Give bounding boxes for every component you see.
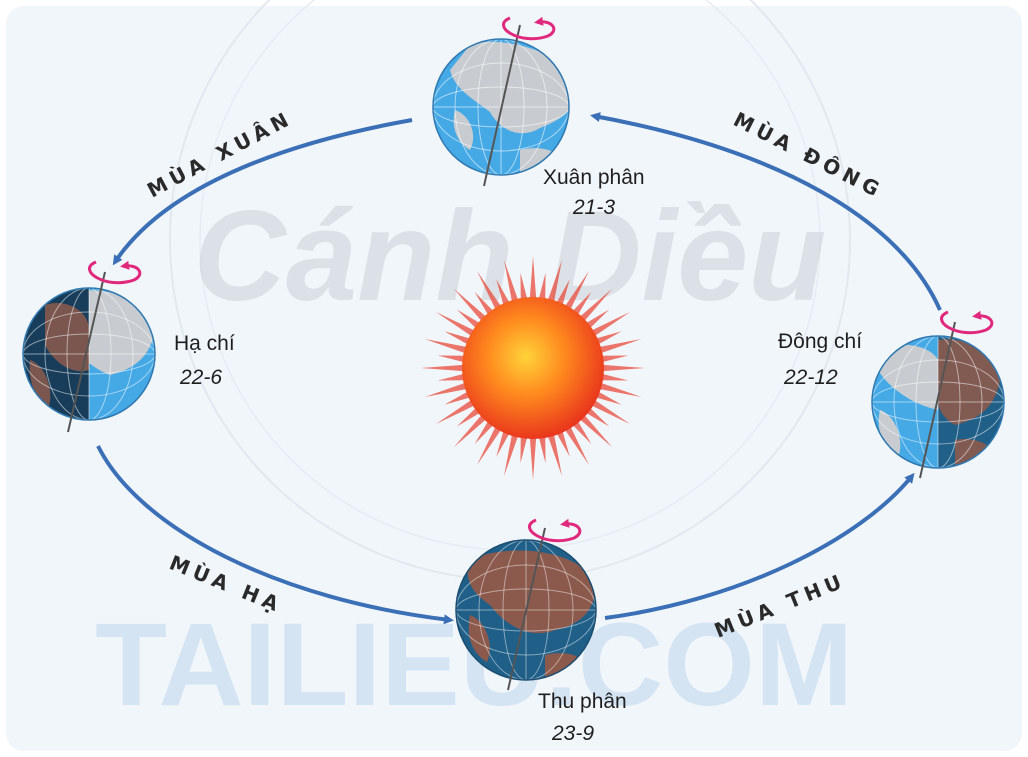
sun-ray (437, 355, 465, 362)
earth-axis (507, 527, 546, 691)
sun-ray (453, 415, 486, 448)
sun-ray (556, 431, 570, 457)
sun-ray (436, 400, 475, 424)
winter-solstice-name: Đông chí (778, 330, 863, 353)
rotation-arrow-icon (502, 16, 556, 41)
sun-ray (474, 421, 493, 445)
sun-ray (573, 421, 592, 445)
rotation-arrow-icon (88, 260, 142, 285)
sun-ray (421, 364, 464, 372)
sun-ray (599, 383, 642, 397)
sun-ray (496, 279, 510, 305)
autumnal-equinox-name: Thu phân (538, 690, 627, 713)
earth-axis (483, 24, 521, 187)
earth-axis (67, 271, 106, 433)
sun-ray (477, 271, 501, 310)
orbit-arrow-spring (112, 118, 413, 266)
sun-ray (596, 391, 622, 405)
sun-ray (586, 309, 610, 328)
sun-ray (586, 408, 610, 427)
globe-winter-solstice (871, 310, 1005, 479)
sun-ray (548, 259, 562, 302)
autumnal-equinox-date: 23-9 (552, 722, 595, 745)
rotation-arrow-icon (528, 518, 582, 543)
sun-ray (565, 426, 589, 465)
summer-solstice-date: 22-6 (180, 366, 223, 389)
sun-rays (421, 256, 645, 480)
sun-ray (456, 408, 480, 427)
globe-vernal-equinox (432, 16, 570, 187)
globe-autumnal-equinox (455, 518, 597, 691)
sun-ray (504, 259, 518, 302)
earth-axis (919, 321, 956, 479)
sun-ray (424, 339, 467, 353)
sun (421, 256, 645, 480)
orbit-arrow-autumn (604, 472, 915, 620)
sun-ray (599, 339, 642, 353)
vernal-equinox-name: Xuân phân (543, 166, 645, 189)
globe-summer-solstice (22, 260, 156, 433)
orbit-arrow-winter (590, 112, 942, 311)
sun-ray (496, 431, 510, 457)
sun-ray (437, 374, 465, 381)
orbit-arrow-summer (96, 445, 454, 625)
sun-ray (548, 434, 562, 477)
rotation-arrow-icon (940, 310, 994, 335)
sun-ray (474, 291, 493, 315)
sun-ray (424, 383, 467, 397)
sun-ray (520, 272, 527, 300)
sun-ray (539, 272, 546, 300)
summer-solstice-name: Hạ chí (174, 332, 235, 355)
sun-disc (462, 297, 604, 439)
sun-ray (556, 279, 570, 305)
sun-ray (444, 331, 470, 345)
sun-ray (539, 436, 546, 464)
sun-ray (504, 434, 518, 477)
sun-ray (591, 400, 630, 424)
sun-ray (601, 374, 629, 381)
winter-solstice-date: 22-12 (784, 366, 838, 389)
sun-ray (580, 288, 613, 321)
sun-ray (601, 355, 629, 362)
sun-ray (573, 291, 592, 315)
sun-ray (436, 312, 475, 336)
sun-ray (477, 426, 501, 465)
sun-ray (453, 288, 486, 321)
sun-ray (596, 331, 622, 345)
sun-ray (529, 437, 537, 480)
sun-ray (444, 391, 470, 405)
sun-ray (529, 256, 537, 299)
sun-ray (456, 309, 480, 328)
sun-ray (602, 364, 645, 372)
sun-ray (565, 271, 589, 310)
vernal-equinox-date: 21-3 (573, 196, 616, 219)
sun-ray (591, 312, 630, 336)
sun-ray (520, 436, 527, 464)
sun-ray (580, 415, 613, 448)
